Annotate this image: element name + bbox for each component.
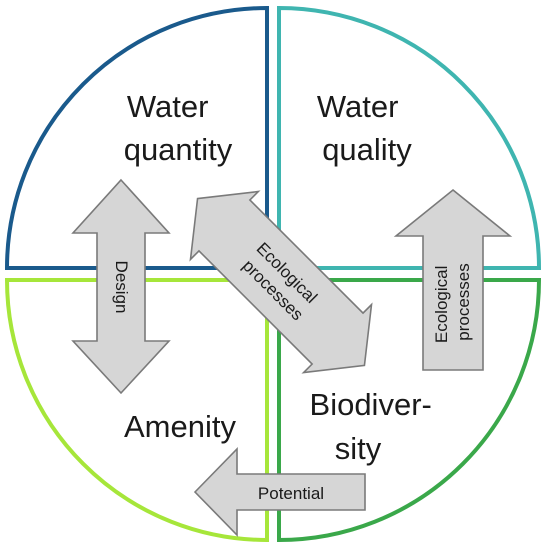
quadrant-amenity-line-1: Amenity	[124, 409, 236, 444]
quadrant-water-quality-outline	[277, 5, 542, 270]
ecological-processes-up-arrow-shape	[393, 188, 513, 371]
potential-arrow: Potential	[193, 447, 366, 537]
quadrant-water-quality-line-2: quality	[322, 132, 412, 167]
quadrant-water-quantity-line-2: quantity	[124, 132, 233, 167]
design-arrow: Design	[71, 178, 171, 395]
potential-arrow-label: Potential	[258, 484, 324, 503]
ecological-processes-up-arrow-label: Ecological processes	[432, 261, 473, 343]
quadrant-water-quality-line-1: Water	[317, 89, 399, 124]
design-arrow-shape	[71, 178, 171, 395]
quadrant-amenity-outline	[4, 278, 269, 543]
potential-arrow-shape	[193, 447, 366, 537]
ecological-processes-up-arrow: Ecological processes	[393, 188, 513, 371]
quadrant-biodiversity-line-2: sity	[335, 431, 382, 466]
quadrant-amenity-label: Amenity	[124, 409, 236, 444]
quadrant-water-quantity-line-1: Water	[127, 89, 209, 124]
quadrant-biodiversity-line-1: Biodiver-	[310, 387, 432, 422]
ecological-processes-up-line-1: Ecological	[432, 266, 451, 344]
quadrant-biodiversity-label: Biodiver- sity	[310, 387, 441, 466]
ecological-processes-up-line-2: processes	[454, 263, 473, 340]
quadrant-water-quantity-label: Water quantity	[124, 89, 233, 167]
quadrant-water-quality-label: Water quality	[317, 89, 412, 167]
quadrant-water-quantity-outline	[4, 5, 269, 270]
design-arrow-label: Design	[112, 261, 131, 314]
quadrant-biodiversity-outline	[277, 278, 542, 543]
ecological-processes-diagonal-arrow-shape	[189, 190, 373, 374]
